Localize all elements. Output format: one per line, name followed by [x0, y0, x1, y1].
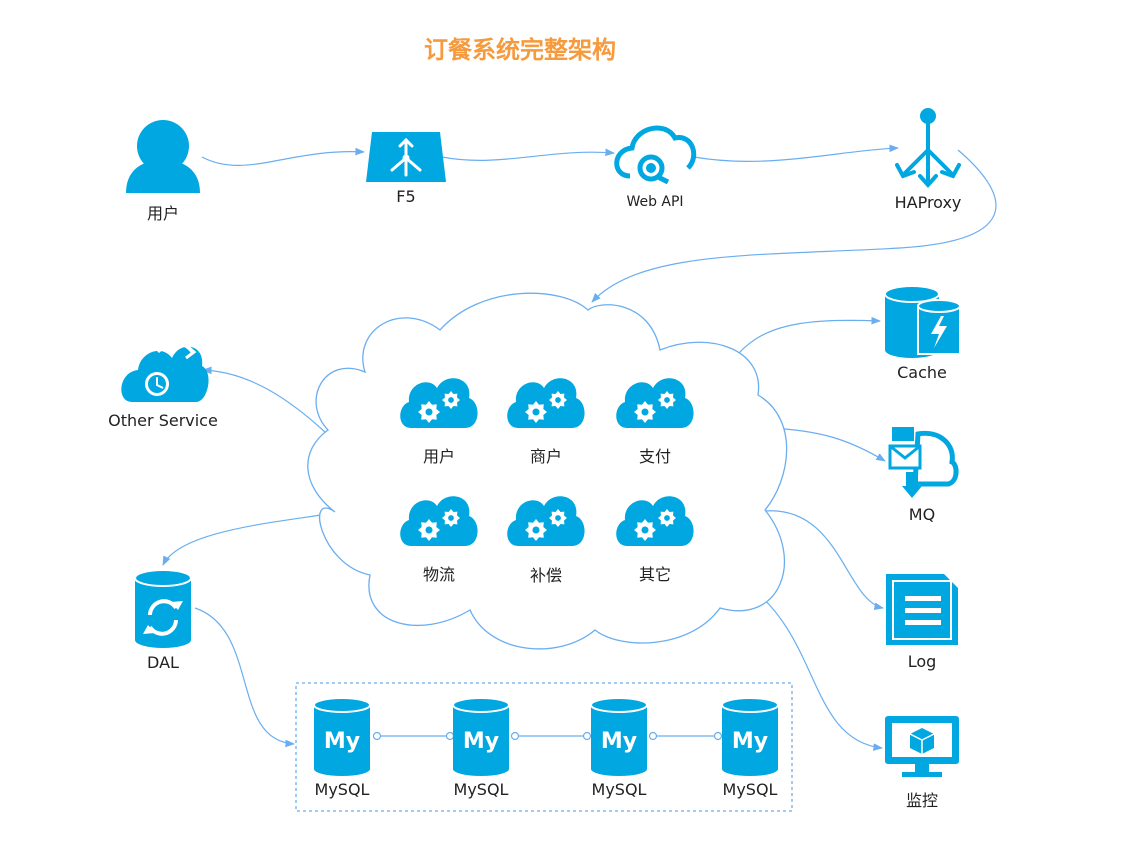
monitor-icon: [885, 716, 959, 777]
service-cloud: [307, 292, 788, 650]
service-label-compensation: 补偿: [529, 566, 562, 585]
mysql-cluster-frame: [295, 682, 793, 812]
cloud-gear-icon: [507, 378, 585, 428]
cache-label: Cache: [897, 363, 947, 382]
message-queue-icon: [888, 427, 959, 498]
mysql-label: MySQL: [591, 780, 647, 799]
cloud-gear-icon: [400, 496, 478, 546]
mysql-database-icon: My: [452, 697, 510, 776]
cloud-gear-icon: [616, 378, 694, 428]
mysql-database-icon: My: [721, 697, 779, 776]
service-label-user: 用户: [422, 447, 455, 466]
mysql-label: MySQL: [314, 780, 370, 799]
edge-cloud-log: [763, 510, 884, 610]
cache-icon: [884, 285, 961, 358]
mysql-label: MySQL: [453, 780, 509, 799]
edge-cloud-cache: [732, 316, 881, 361]
mysql-badge: My: [324, 729, 360, 754]
cloud-gear-icon: [400, 378, 478, 428]
connectors: [162, 144, 997, 751]
edge-webapi-haproxy: [693, 144, 899, 162]
mysql-link-dots: [372, 731, 723, 741]
edge-cloud-monitor: [750, 587, 883, 751]
cloud-api-icon: [614, 125, 697, 185]
log-label: Log: [907, 652, 937, 671]
diagram-title: 订餐系统完整架构: [424, 36, 616, 64]
mysql-badge: My: [463, 729, 499, 754]
f5-label: F5: [396, 187, 416, 206]
mq-label: MQ: [908, 505, 936, 524]
cloud-gear-icon: [507, 496, 585, 546]
mysql-label: MySQL: [722, 780, 778, 799]
haproxy-label: HAProxy: [894, 193, 962, 212]
mysql-badge: My: [732, 729, 768, 754]
load-balancer-icon: [366, 132, 446, 182]
web-api-label: Web API: [626, 194, 684, 210]
mysql-badge: My: [601, 729, 637, 754]
edge-dal-mysql: [194, 607, 295, 748]
user-icon: [126, 120, 200, 193]
cloud-gear-icon: [616, 496, 694, 546]
mysql-database-icon: My: [590, 697, 648, 776]
edge-cloud-dal: [162, 512, 335, 566]
user-label: 用户: [146, 204, 179, 223]
service-label-payment: 支付: [638, 447, 671, 466]
edge-haproxy-cloud: [591, 149, 997, 303]
edge-f5-webapi: [441, 148, 615, 161]
service-label-logistics: 物流: [422, 565, 455, 584]
database-sync-icon: [134, 569, 192, 648]
proxy-icon: [895, 108, 961, 189]
service-label-other: 其它: [638, 565, 671, 584]
service-label-merchant: 商户: [529, 447, 562, 466]
dal-label: DAL: [147, 653, 179, 672]
monitor-label: 监控: [905, 791, 938, 810]
edge-cloud-otherservice: [202, 366, 326, 433]
cloud-clock-icon: [121, 342, 209, 402]
mysql-database-icon: My: [313, 697, 371, 776]
edge-user-f5: [201, 147, 365, 166]
document-icon: [886, 574, 958, 645]
other-service-label: Other Service: [108, 411, 218, 430]
